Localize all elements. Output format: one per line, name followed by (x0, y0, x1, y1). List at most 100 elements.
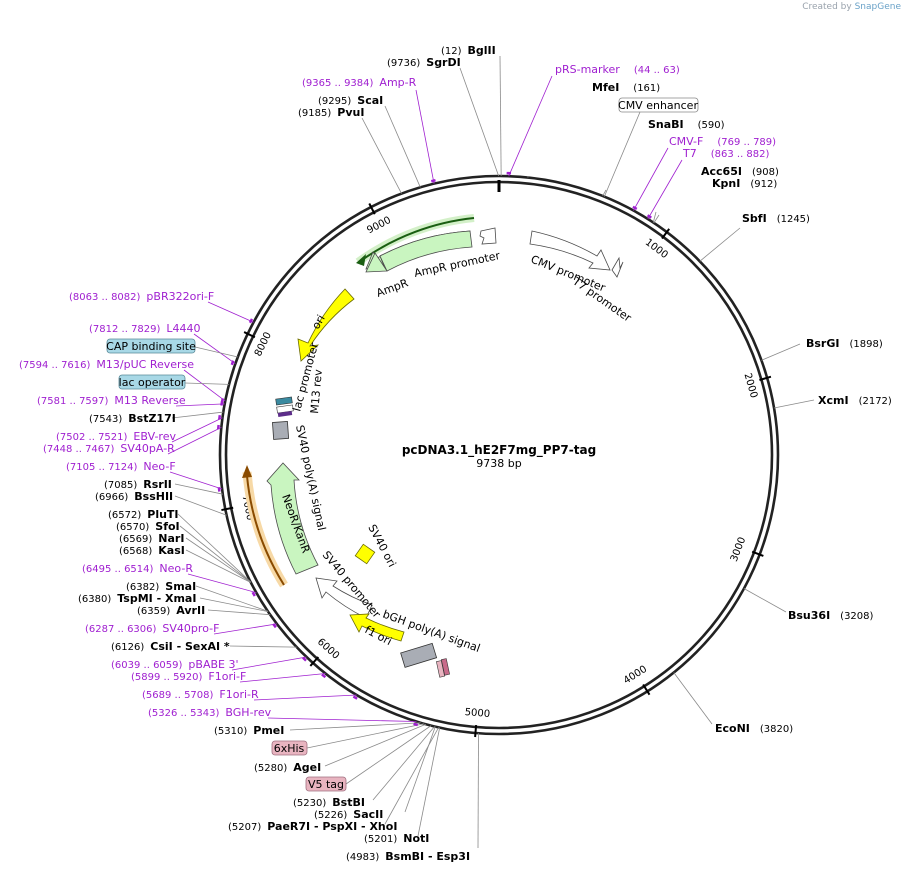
site-acc65i: Acc65I(908) (701, 165, 779, 178)
primer-mark-amp-r (430, 179, 436, 183)
f1-ori-arrow (349, 613, 405, 642)
leader-site-rsrii (174, 483, 223, 495)
leader-site-pmei (289, 722, 421, 731)
boxed-labels: CMV enhancer CAP binding site lac operat… (106, 97, 699, 792)
ampr-body (379, 230, 473, 272)
site-bsu36i: Bsu36I(3208) (788, 609, 874, 622)
leader-site-kasi (185, 549, 252, 583)
leader-primer-sv40pro-f (213, 623, 277, 635)
leader-site-agei (324, 723, 427, 767)
site-pvui: (9185)PvuI (298, 106, 364, 119)
v5-tag-box (305, 776, 347, 792)
site-kpni: KpnI(912) (712, 177, 777, 190)
lac-operator-label-box (118, 374, 186, 390)
leader-cap-binding (194, 346, 238, 358)
sv40-ori-box (354, 543, 376, 565)
leader-site-plutI (177, 513, 251, 583)
site-sfoi: (6570)SfoI (116, 520, 180, 533)
site-pmei: (5310)PmeI (214, 724, 284, 737)
site-xcmi: XcmI(2172) (818, 394, 892, 407)
leader-site-econi (673, 672, 713, 725)
leader-site-sgrdi (459, 67, 500, 177)
leader-site-bsrgi (761, 343, 801, 361)
primer-mark-pbabe3 (302, 656, 307, 662)
tick-1000 (661, 228, 670, 240)
leader-primer-amp-r (415, 89, 435, 184)
sv40-promoter-arrow (315, 577, 373, 619)
bgh-polya-box (400, 642, 438, 668)
tick-label-5000: 5000 (464, 707, 490, 720)
leader-site-acc65i (652, 211, 657, 223)
credit-brand: SnapGene (854, 2, 901, 12)
primer-prs-marker: pRS-marker(44 .. 63) (555, 63, 680, 76)
site-agei: (5280)AgeI (254, 761, 321, 774)
primer-l4440: (7812 .. 7829)L4440 (89, 322, 201, 335)
leader-site-bstbi (372, 726, 435, 801)
leader-site-xcmi (773, 399, 815, 409)
primer-mark-l4440 (230, 360, 235, 366)
cap-binding-label: CAP binding site (106, 340, 196, 353)
primer-mark-pbr322ori-f (248, 318, 254, 324)
primer-neo-f: (7105 .. 7124)Neo-F (66, 460, 176, 473)
primer-mark-f1ori-r (352, 695, 358, 700)
site-noti: (5201)NotI (364, 832, 429, 845)
credit-prefix: Created by (802, 2, 852, 12)
leader-site-noti (417, 727, 441, 837)
signal-peptide-head (356, 254, 366, 266)
site-sbfi: SbfI(1245) (742, 212, 810, 225)
tick-label-8000: 8000 (253, 331, 274, 359)
site-csii: (6126)CsiI - SexAI * (111, 640, 230, 653)
primer-sv40pa-r: (7448 .. 7467)SV40pA-R (43, 442, 175, 455)
m13-rev-box (277, 411, 293, 417)
primer-cmv-f: CMV-F(769 .. 789) (669, 135, 776, 148)
leader-lines (167, 55, 815, 849)
primer-sv40pro-f: (6287 .. 6306)SV40pro-F (85, 622, 219, 635)
site-tspmi: (6380)TspMI - XmaI (78, 592, 196, 605)
primer-m13puc-rev: (7594 .. 7616)M13/pUC Reverse (19, 358, 194, 371)
site-sacii: (5226)SacII (314, 808, 383, 821)
tick-5000 (474, 724, 478, 738)
cds-orange-line (246, 475, 285, 586)
tick-label-2000: 2000 (741, 372, 759, 400)
site-bsshii: (6966)BssHII (95, 490, 173, 503)
lac-operator-box (275, 396, 293, 406)
primer-f1ori-f: (5899 .. 5920)F1ori-F (131, 670, 246, 683)
plasmid-name: pcDNA3.1_hE2F7mg_PP7-tag (402, 443, 596, 458)
primer-mark-ebv-rev (218, 415, 222, 420)
primer-amp-r: (9365 .. 9384)Amp-R (302, 76, 417, 89)
leader-primer-t7 (647, 159, 683, 220)
tick-6000 (309, 656, 320, 667)
leader-lac-operator (184, 382, 230, 385)
site-econi: EcoNI(3820) (715, 722, 793, 735)
ampr-promoter-arrow (479, 227, 497, 245)
tick-label-9000: 9000 (365, 215, 393, 236)
v5-tag-label: V5 tag (308, 778, 344, 791)
ori-label: ori (309, 313, 327, 332)
site-nari: (6569)NarI (119, 532, 184, 545)
leader-primer-neo-r (187, 573, 257, 594)
site-pluti: (6572)PluTI (108, 508, 179, 521)
cmv-enhancer-box (618, 97, 699, 113)
primer-m13-rev: (7581 .. 7597)M13 Reverse (37, 394, 186, 407)
tick-label-6000: 6000 (315, 637, 341, 662)
primer-mark-f1ori-f (321, 673, 327, 679)
leader-primer-pbabe3 (231, 656, 307, 671)
site-bglii: (12)BglII (441, 44, 496, 57)
site-mfei: MfeI(161) (592, 81, 660, 94)
leader-site-kpni (653, 214, 660, 224)
primer-ebv-rev: (7502 .. 7521)EBV-rev (56, 430, 176, 443)
snapgene-credit: Created by SnapGene (802, 2, 901, 12)
site-snabi: SnaBI(590) (648, 118, 725, 131)
leader-site-sacii (404, 726, 436, 813)
primer-mark-t7 (646, 214, 652, 219)
primer-mark-sv40pro-f (272, 623, 277, 629)
tick-label-1000: 1000 (643, 237, 670, 261)
primer-pbr322ori-f: (8063 .. 8082)pBR322ori-F (69, 290, 214, 303)
leader-primer-ebv-rev (171, 417, 223, 443)
leader-site-smai (195, 585, 269, 612)
primer-mark-m13-rev (220, 400, 224, 406)
leader-site-avrii (207, 609, 271, 616)
ampr-label: AmpR (375, 276, 411, 300)
m13-rev-label: M13 rev (308, 368, 325, 414)
leader-his-tag (306, 723, 425, 749)
